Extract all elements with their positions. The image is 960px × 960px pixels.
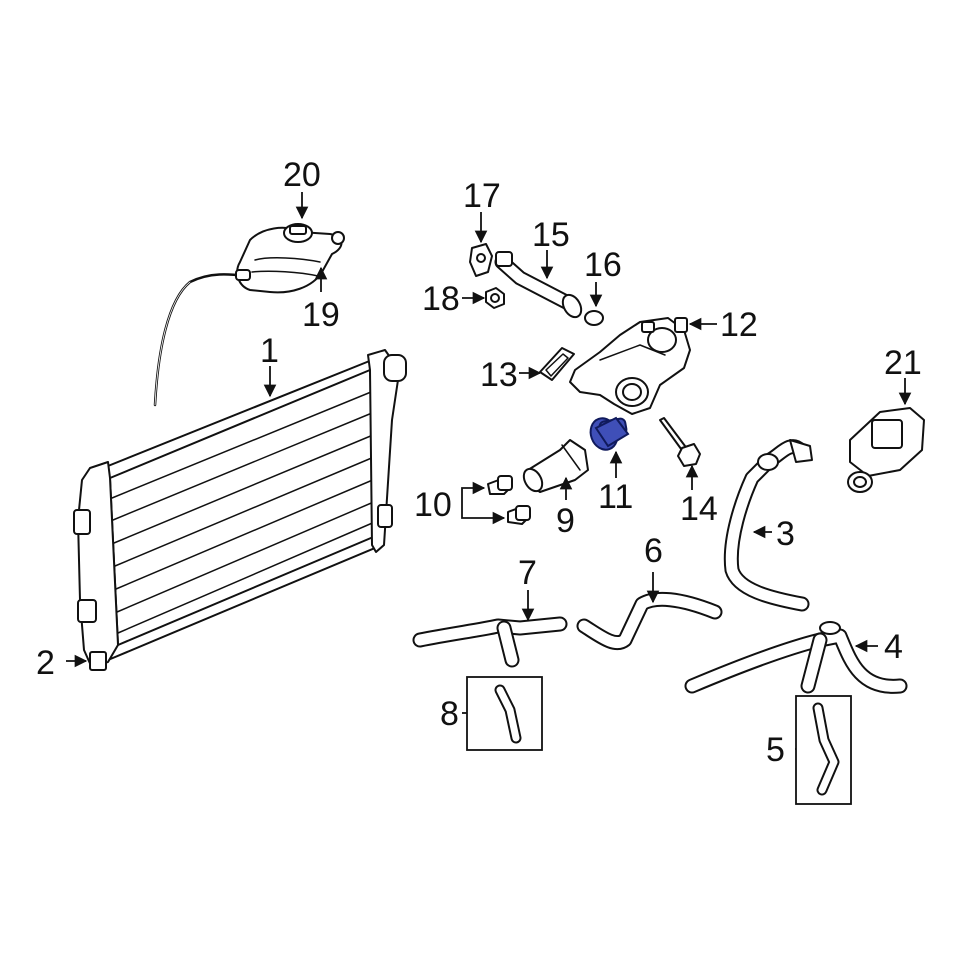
callout-4: 4: [884, 628, 903, 666]
callout-17: 17: [463, 177, 501, 215]
bypass-pipe: [494, 251, 583, 319]
hose-4: [684, 621, 908, 694]
thermostat-11: [589, 416, 630, 451]
o-ring-16: [584, 310, 604, 326]
callout-6: 6: [644, 532, 663, 570]
callout-15: 15: [532, 216, 570, 254]
callout-12: 12: [720, 306, 758, 344]
leader-lines: [66, 192, 912, 750]
radiator: [73, 349, 407, 671]
hose-5: [812, 702, 840, 796]
hose-6: [576, 591, 723, 651]
callout-19: 19: [302, 296, 340, 334]
callout-9: 9: [556, 502, 575, 540]
bolts-10: [487, 475, 531, 525]
callout-1: 1: [260, 332, 279, 370]
bracket-17: [469, 243, 493, 277]
callout-5: 5: [766, 731, 785, 769]
callout-18: 18: [422, 280, 460, 318]
callout-7: 7: [518, 554, 537, 592]
bolt-14: [659, 417, 701, 467]
callout-10: 10: [414, 486, 452, 524]
callout-20: 20: [283, 156, 321, 194]
gasket-13: [539, 347, 575, 381]
water-outlet: [522, 439, 589, 493]
callout-13: 13: [480, 356, 518, 394]
callout-3: 3: [776, 515, 795, 553]
callout-16: 16: [584, 246, 622, 284]
callout-11: 11: [598, 478, 633, 516]
callout-labels: 1 2 3 4 5 6 7 8 9 10 11 12 13 14 15 16 1…: [36, 156, 922, 769]
callout-21: 21: [884, 344, 922, 382]
callout-2: 2: [36, 644, 55, 682]
nut-18: [485, 287, 505, 309]
thermostat-housing: [569, 317, 691, 415]
hose-8: [494, 684, 522, 744]
callout-14: 14: [680, 490, 718, 528]
box-5: [795, 695, 852, 805]
hose-3: [723, 439, 813, 612]
reservoir-cap: [283, 223, 313, 243]
valve-21: [847, 407, 925, 493]
hose-7: [412, 616, 568, 668]
callout-8: 8: [440, 695, 459, 733]
